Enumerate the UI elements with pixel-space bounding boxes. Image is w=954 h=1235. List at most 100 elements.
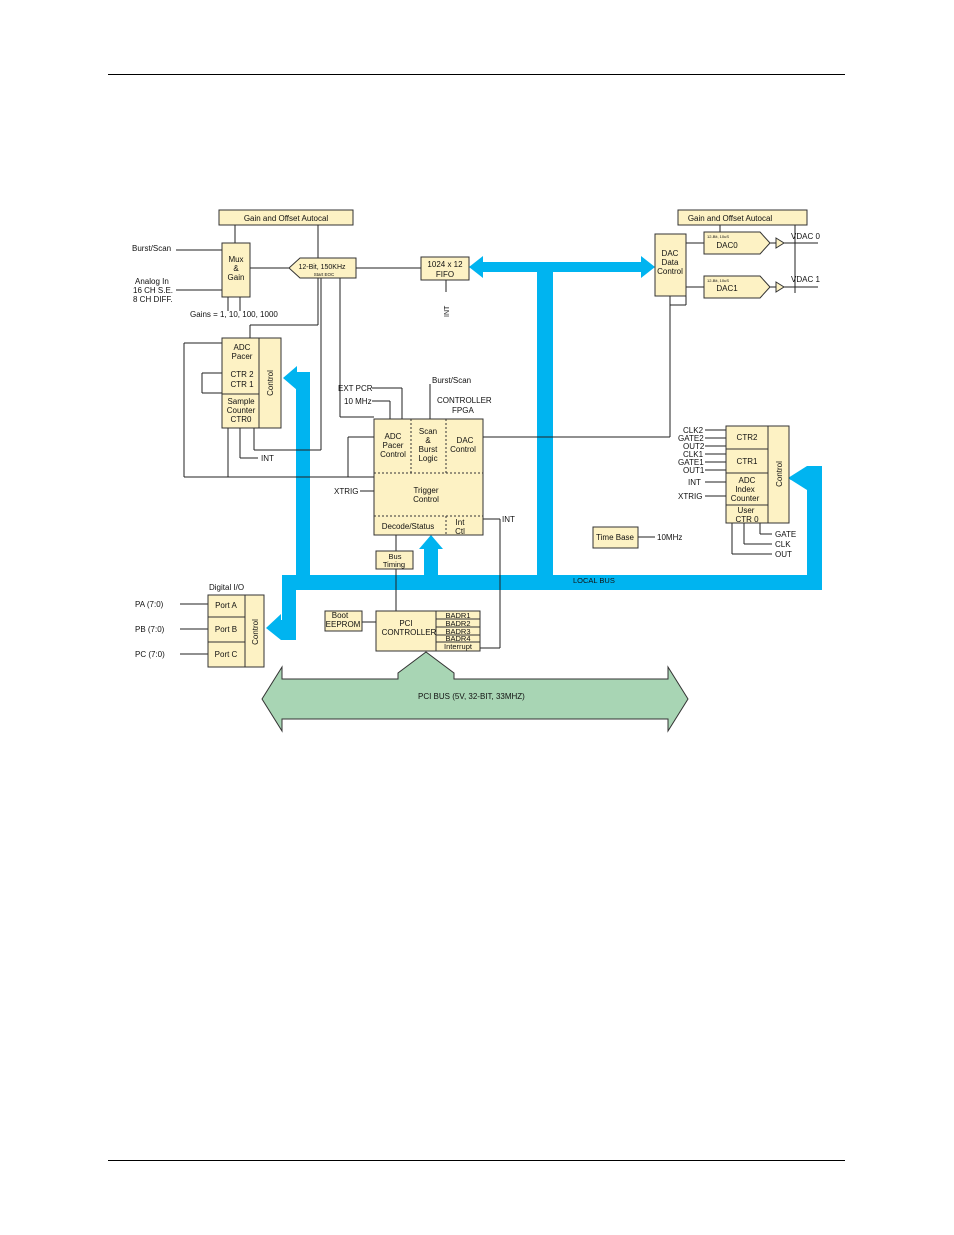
bus-timing-label-1: Bus	[389, 552, 402, 561]
bus-timing-label-2: Timing	[383, 560, 405, 569]
ten-mhz-in-label: 10 MHz	[344, 397, 372, 406]
sample-label-2: Counter	[227, 406, 256, 415]
bus-riser-right	[537, 272, 553, 576]
burst-scan-left-label: Burst/Scan	[132, 244, 171, 253]
dac-ctrl-label-1: DAC	[662, 249, 679, 258]
mux-label-1: Mux	[228, 255, 243, 264]
fifo-int-label: INT	[444, 305, 451, 317]
fpga-scan-label-2: &	[425, 436, 431, 445]
ctr-block-2-label: CTR2	[737, 433, 758, 442]
pacer-control-label: Control	[266, 370, 275, 396]
fpga-adc-label-3: Control	[380, 450, 406, 459]
vdac1-buffer	[775, 281, 785, 293]
interrupt-label: Interrupt	[444, 642, 473, 651]
trigger-label-2: Control	[413, 495, 439, 504]
dio-control-label: Control	[251, 619, 260, 645]
int-left-label: INT	[261, 454, 274, 463]
clk2-label: CLK2	[683, 426, 704, 435]
bus-graphics	[266, 256, 822, 640]
pc-label: PC (7:0)	[135, 650, 165, 659]
xtrig-right-label: XTRIG	[678, 492, 702, 501]
fpga-adc-label-1: ADC	[385, 432, 402, 441]
decode-status-label: Decode/Status	[382, 522, 434, 531]
boot-label-1: Boot	[332, 611, 349, 620]
analog-in-label-1: Analog In	[135, 277, 169, 286]
dac1-label: DAC1	[716, 284, 738, 293]
badr1-label: BADR1	[445, 611, 470, 620]
out1-label: OUT1	[683, 466, 705, 475]
interrupt-block	[435, 641, 481, 652]
badr2-label: BADR2	[445, 619, 470, 628]
ctr2-label: CTR 2	[230, 370, 254, 379]
gain-offset-autocal-right-label: Gain and Offset Autocal	[688, 214, 773, 223]
burst-scan-mid-label: Burst/Scan	[432, 376, 471, 385]
vdac0-label: VDAC 0	[791, 232, 820, 241]
pa-label: PA (7:0)	[135, 600, 164, 609]
sample-label-1: Sample	[227, 397, 255, 406]
gate-label: GATE	[775, 530, 796, 539]
mux-label-3: Gain	[228, 273, 245, 282]
counter-control-strip	[767, 425, 790, 524]
counter-bus-arrowhead-tip	[788, 466, 822, 490]
sample-label-3: CTR0	[231, 415, 252, 424]
bus-riser-counter	[807, 480, 822, 590]
time-base-label: Time Base	[596, 533, 634, 542]
analog-in-label-2: 16 CH S.E.	[133, 286, 173, 295]
mux-gain-block	[221, 242, 251, 298]
user-ctr-label-2: CTR 0	[735, 515, 759, 524]
dac0-small-label: 12-Bit, 10uS	[707, 234, 729, 239]
fpga-bus-arrowhead	[419, 535, 443, 549]
wires	[176, 225, 818, 655]
int-fpga-label: INT	[502, 515, 515, 524]
user-ctr-label-1: User	[738, 506, 755, 515]
bus-timing-block	[375, 550, 414, 570]
adc-index-label-1: ADC	[739, 476, 756, 485]
out-label: OUT	[775, 550, 792, 559]
vdac1-label: VDAC 1	[791, 275, 820, 284]
fifo-label-1: 1024 x 12	[427, 260, 463, 269]
badr3-label: BADR3	[445, 627, 470, 636]
ctr1-label: CTR 1	[230, 380, 254, 389]
controller-label-2: FPGA	[452, 406, 474, 415]
dac-data-control-block	[654, 233, 687, 297]
gain-offset-autocal-left-label: Gain and Offset Autocal	[244, 214, 329, 223]
adc-index-label-3: Counter	[731, 494, 760, 503]
int-ctl-label-2: Ctl	[455, 527, 465, 536]
gains-label: Gains = 1, 10, 100, 1000	[190, 310, 278, 319]
gain-offset-autocal-left	[218, 209, 354, 226]
local-bus-label: LOCAL BUS	[573, 576, 615, 585]
bus-drop-dio	[282, 575, 296, 625]
port-a-label: Port A	[215, 601, 237, 610]
int-right-label: INT	[688, 478, 701, 487]
adc-index-label-2: Index	[735, 485, 755, 494]
pci-label-2: CONTROLLER	[382, 628, 437, 637]
controller-fpga-block	[373, 418, 484, 536]
trigger-label-1: Trigger	[413, 486, 438, 495]
ten-mhz-out-label: 10MHz	[657, 533, 682, 542]
gain-offset-autocal-right	[677, 209, 808, 226]
fpga-adc-label-2: Pacer	[383, 441, 404, 450]
pacer-control-strip	[258, 337, 282, 429]
port-b-label: Port B	[215, 625, 237, 634]
adc-converter-block	[288, 257, 357, 279]
dac1-block	[703, 275, 771, 299]
pacer-bus-arrowhead	[283, 366, 310, 390]
ctr-block-1-label: CTR1	[737, 457, 758, 466]
analog-in-label-3: 8 CH DIFF.	[133, 295, 173, 304]
dac0-block	[703, 231, 771, 255]
dio-bus-arrowhead	[266, 614, 296, 640]
pacer-label-2: Pacer	[232, 352, 253, 361]
fpga-scan-label-4: Logic	[418, 454, 437, 463]
signal-labels: Burst/Scan Analog In 16 CH S.E. 8 CH DIF…	[132, 232, 820, 659]
counter-block	[725, 425, 769, 524]
dio-control-strip	[244, 594, 265, 668]
adc-label-2: Start EOC	[314, 272, 335, 277]
bus-riser-fpga	[424, 548, 438, 578]
header-rule	[108, 74, 845, 75]
fifo-block	[420, 256, 470, 281]
bus-riser-pacer	[296, 383, 310, 578]
time-base-block	[592, 526, 639, 549]
out2-label: OUT2	[683, 442, 705, 451]
int-ctl-label-1: Int	[456, 518, 466, 527]
clk-label: CLK	[775, 540, 791, 549]
